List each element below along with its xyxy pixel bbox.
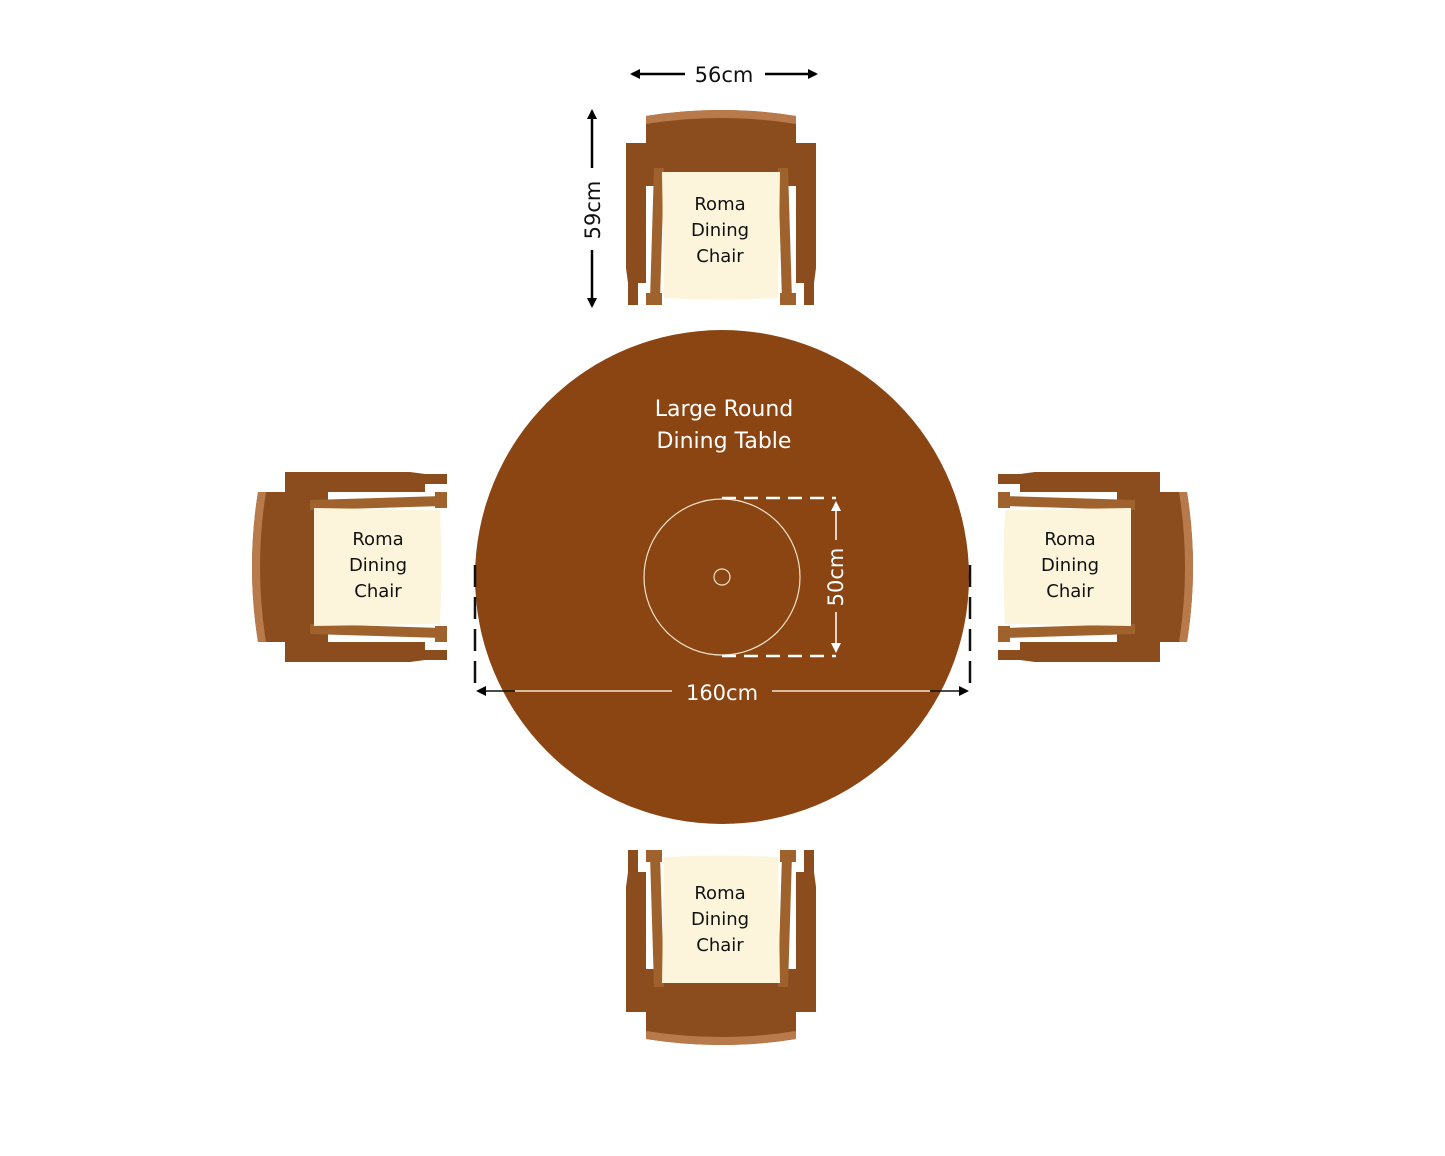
lazy-susan-center: [713, 568, 731, 586]
chair-width-label: 56cm: [695, 63, 754, 87]
table-label-line2: Dining Table: [657, 429, 792, 454]
lazy-susan-dimension-label: 50cm: [824, 548, 848, 607]
chair-right-label-line2: Dining: [1041, 555, 1099, 576]
chair-top-label-line1: Roma: [694, 194, 745, 215]
chair-depth-label: 59cm: [581, 181, 605, 240]
chair-bottom-label-line3: Chair: [696, 935, 744, 956]
chair-left-label-line1: Roma: [352, 529, 403, 550]
chair-right-label-line1: Roma: [1044, 529, 1095, 550]
round-table: [475, 330, 969, 824]
chair-bottom-label-line1: Roma: [694, 883, 745, 904]
chair-top-label-line2: Dining: [691, 220, 749, 241]
table-label-line1: Large Round: [655, 397, 794, 422]
chair-right-label-line3: Chair: [1046, 581, 1094, 602]
table-diameter-label: 160cm: [686, 681, 758, 705]
chair-left-label-line2: Dining: [349, 555, 407, 576]
chair-top-label-line3: Chair: [696, 246, 744, 267]
chair-left-label-line3: Chair: [354, 581, 402, 602]
chair-bottom-label-line2: Dining: [691, 909, 749, 930]
